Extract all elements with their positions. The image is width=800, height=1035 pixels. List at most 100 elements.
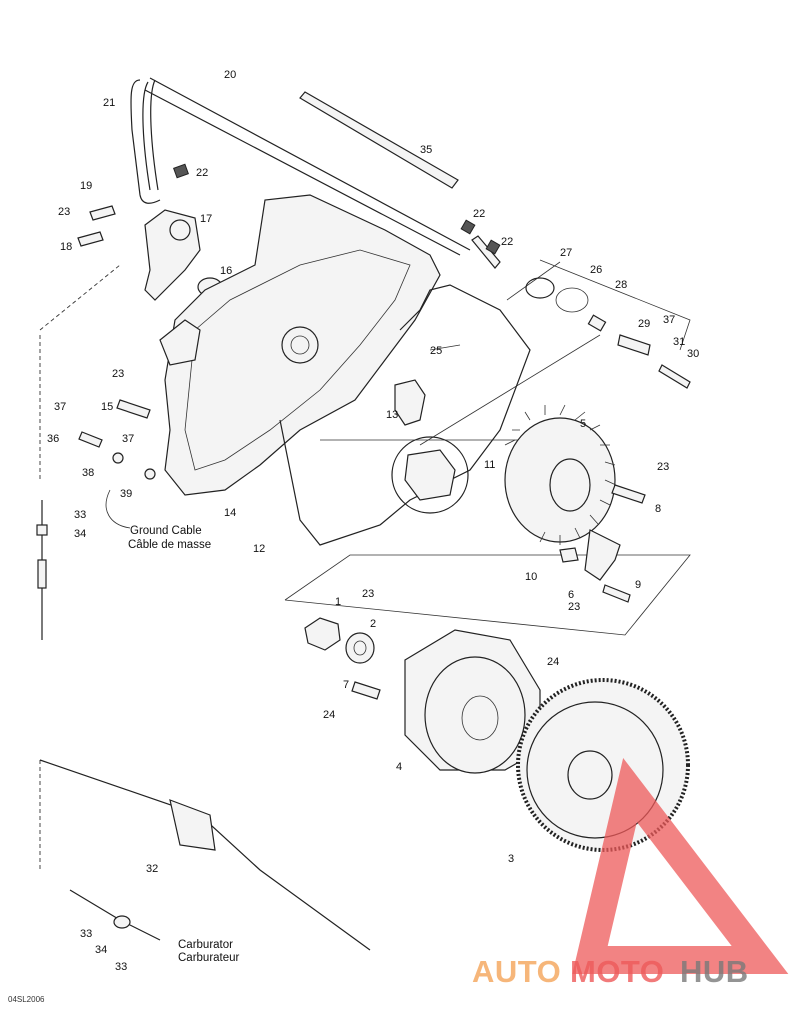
callout-31: 31 — [673, 336, 685, 348]
rod-35 — [173, 91, 501, 269]
callout-6: 6 — [568, 589, 574, 601]
callout-5: 5 — [580, 418, 586, 430]
sensor-guide — [539, 259, 691, 351]
cover-boss-inner — [290, 335, 310, 355]
callout-23c: 23 — [657, 461, 669, 473]
o-ring-27 — [525, 277, 555, 299]
callout-34a: 34 — [74, 528, 86, 540]
fitting-33b — [113, 915, 131, 929]
callout-1: 1 — [335, 596, 341, 608]
rotor-face — [424, 656, 526, 774]
clip-22b — [485, 239, 501, 255]
cable-lower — [39, 759, 371, 951]
sensor-guide-2 — [506, 261, 561, 301]
ring-gear-inner — [526, 701, 664, 839]
callout-26: 26 — [590, 264, 602, 276]
callout-24b: 24 — [323, 709, 335, 721]
stator-link — [419, 334, 601, 446]
cover-rib — [184, 249, 411, 471]
bolt-7 — [351, 681, 381, 700]
callout-30: 30 — [687, 348, 699, 360]
callout-labels: 1 2 3 4 5 6 7 8 9 10 11 12 13 14 15 16 1… — [47, 69, 699, 973]
callout-33b: 33 — [80, 928, 92, 940]
callout-29: 29 — [638, 318, 650, 330]
callout-13: 13 — [386, 409, 398, 421]
callout-24a: 24 — [547, 656, 559, 668]
bolt-18 — [77, 231, 104, 247]
callout-36: 36 — [47, 433, 59, 445]
plate-26 — [555, 287, 589, 313]
reference-code: 04SL2006 — [8, 995, 45, 1004]
rotor-bore — [461, 695, 499, 741]
callout-11: 11 — [484, 459, 495, 471]
callout-12: 12 — [253, 543, 265, 555]
water-pump — [77, 205, 223, 301]
hose-assembly — [130, 77, 471, 256]
callout-16: 16 — [220, 265, 232, 277]
callout-28: 28 — [615, 279, 627, 291]
callout-19: 19 — [80, 180, 92, 192]
hose-20-return — [142, 79, 159, 191]
ring-gear-bore — [567, 750, 613, 800]
ground-cable-line — [105, 489, 131, 529]
callout-17: 17 — [200, 213, 212, 225]
flywheel-box-outline — [284, 554, 691, 636]
callout-37c: 37 — [663, 314, 675, 326]
pump-hub — [169, 219, 191, 241]
callout-23a: 23 — [58, 206, 70, 218]
hose-21 — [130, 79, 161, 204]
caption-ground-cable-fr: Câble de masse — [128, 539, 211, 551]
clip-22a — [460, 219, 476, 235]
washer-39 — [144, 468, 156, 480]
callout-18: 18 — [60, 241, 72, 253]
cable-adjuster — [37, 559, 47, 589]
callout-23d: 23 — [568, 601, 580, 613]
hose-20 — [144, 77, 471, 256]
sensor-29 — [617, 334, 651, 356]
callout-25: 25 — [430, 345, 442, 357]
caption-carburetor-fr: Carburateur — [178, 952, 240, 964]
callout-14: 14 — [224, 507, 236, 519]
callout-2: 2 — [370, 618, 376, 630]
callout-8: 8 — [655, 503, 661, 515]
callout-33a: 33 — [74, 509, 86, 521]
crankcase-cover — [159, 194, 441, 496]
callout-9: 9 — [635, 579, 641, 591]
watermark-logo — [572, 757, 789, 974]
washer-2 — [345, 632, 375, 664]
callout-34b: 34 — [95, 944, 107, 956]
leader-25 — [429, 344, 461, 351]
nut-1 — [304, 617, 341, 651]
callout-39: 39 — [120, 488, 132, 500]
washer-38 — [112, 452, 124, 464]
callout-22c: 22 — [501, 236, 513, 248]
spacer-28 — [587, 314, 607, 332]
sensor-group — [525, 277, 691, 389]
callout-23b: 23 — [112, 368, 124, 380]
rod-35-body — [299, 91, 459, 189]
callout-3: 3 — [508, 853, 514, 865]
watermark-auto: AUTO — [472, 954, 561, 989]
callout-10: 10 — [525, 571, 537, 583]
guide-lines — [39, 259, 691, 870]
coil-13 — [394, 379, 426, 426]
screw-9 — [602, 584, 631, 603]
callout-23e: 23 — [362, 588, 374, 600]
watermark-moto: MOTO — [570, 954, 664, 989]
callout-7: 7 — [343, 679, 349, 691]
callout-22b: 22 — [473, 208, 485, 220]
callout-15: 15 — [101, 401, 113, 413]
ground-hardware — [78, 399, 156, 529]
screw-36 — [78, 431, 103, 448]
stator-group — [391, 379, 646, 603]
stator-teeth — [504, 404, 617, 545]
cable-group — [36, 500, 371, 951]
bracket-6 — [584, 529, 621, 581]
callout-32: 32 — [146, 863, 158, 875]
stator-bore — [549, 458, 591, 512]
cover-boss — [281, 326, 319, 364]
callout-21: 21 — [103, 97, 115, 109]
callout-20: 20 — [224, 69, 236, 81]
callout-33c: 33 — [115, 961, 127, 973]
